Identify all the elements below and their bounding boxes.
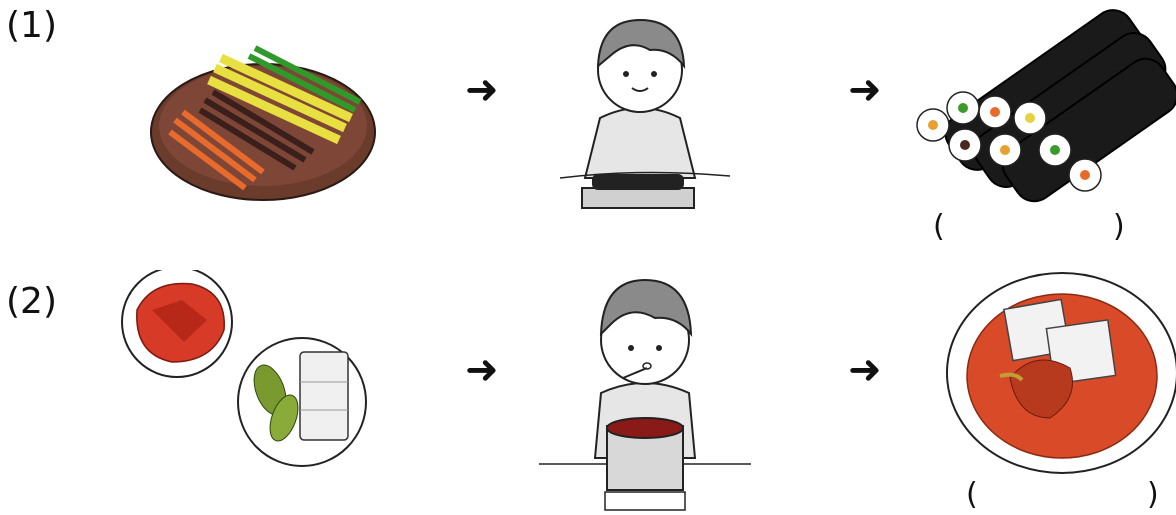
person-cooking-pot-icon (535, 268, 755, 515)
ingredients-platter-icon (145, 40, 380, 205)
kimchi-and-tofu-plates-icon (112, 270, 382, 470)
answer-1-open-paren: ( (933, 212, 945, 242)
arrow-2b: ➜ (848, 350, 882, 390)
row-2-label: (2) (6, 284, 57, 320)
row-1-label: (1) (6, 8, 57, 44)
arrow-1b: ➜ (848, 70, 882, 110)
kimchi-stew-bowl-icon (940, 268, 1176, 483)
person-rolling-kimbap-icon (550, 8, 730, 213)
answer-2-close-paren: ) (1147, 480, 1159, 510)
answer-2-open-paren: ( (966, 480, 978, 510)
answer-1-close-paren: ) (1113, 212, 1125, 242)
kimbap-rolls-icon (905, 0, 1176, 205)
arrow-1a: ➜ (465, 70, 499, 110)
arrow-2a: ➜ (465, 350, 499, 390)
